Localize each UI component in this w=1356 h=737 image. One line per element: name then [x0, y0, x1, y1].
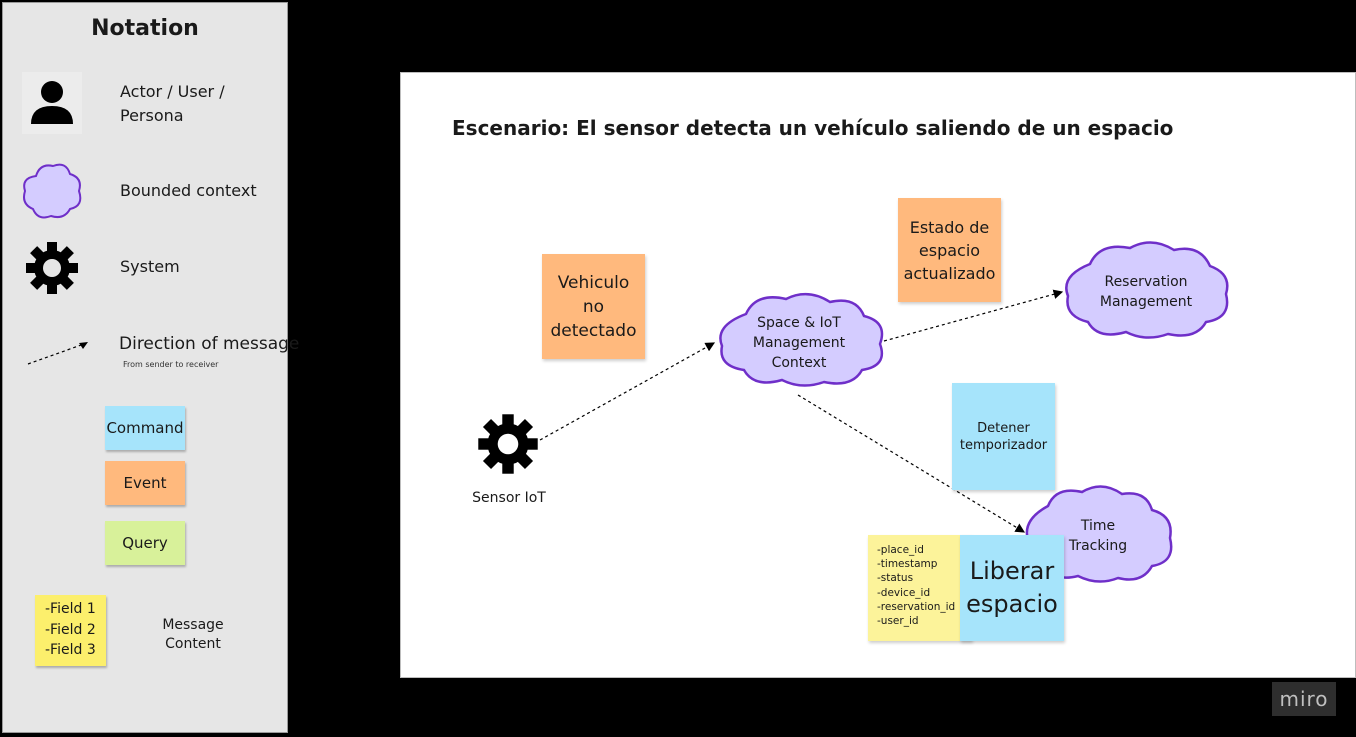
sensor-gear-icon — [478, 414, 538, 474]
command-detener-temporizador[interactable]: Detener temporizador — [952, 383, 1055, 490]
bounded-context-label: Bounded context — [120, 181, 257, 200]
miro-logo: miro — [1272, 682, 1336, 716]
command-liberar-espacio[interactable]: Liberar espacio — [960, 535, 1064, 641]
time-tracking-label: Time Tracking — [1068, 518, 1128, 554]
scenario-title: Escenario: El sensor detecta un vehículo… — [452, 116, 1174, 140]
arrow-space-to-time — [797, 394, 1026, 533]
event-vehiculo-no-detectado[interactable]: Vehiculo no detectado — [542, 254, 645, 359]
actor-label: Actor / User / Persona — [120, 82, 225, 125]
actor-icon-tile — [22, 72, 82, 134]
arrow-space-to-reservation — [883, 289, 1064, 342]
space-iot-context-cloud[interactable] — [712, 290, 886, 390]
event-sticky: Event — [105, 461, 185, 505]
command-sticky: Command — [105, 406, 185, 450]
message-content-label: Message Content — [162, 617, 224, 652]
space-iot-context-label: Space & IoT Management Context — [752, 315, 846, 371]
direction-label: Direction of message — [119, 334, 300, 354]
gear-icon — [26, 242, 78, 294]
direction-sublabel: From sender to receiver — [123, 360, 219, 369]
event-estado-actualizado[interactable]: Estado de espacio actualizado — [898, 198, 1001, 302]
system-label: System — [120, 257, 180, 276]
liberar-fields-sticky[interactable]: -place_id -timestamp -status -device_id … — [868, 535, 972, 641]
reservation-management-cloud[interactable] — [1060, 238, 1232, 344]
notation-title: Notation — [91, 16, 199, 41]
query-sticky: Query — [105, 521, 185, 565]
cloud-icon — [23, 163, 82, 219]
person-icon — [31, 81, 73, 124]
fields-sticky: -Field 1 -Field 2 -Field 3 — [35, 595, 106, 666]
dashed-arrow-icon — [27, 342, 88, 365]
sensor-label: Sensor IoT — [472, 490, 546, 506]
reservation-management-label: Reservation Management — [1099, 274, 1193, 310]
